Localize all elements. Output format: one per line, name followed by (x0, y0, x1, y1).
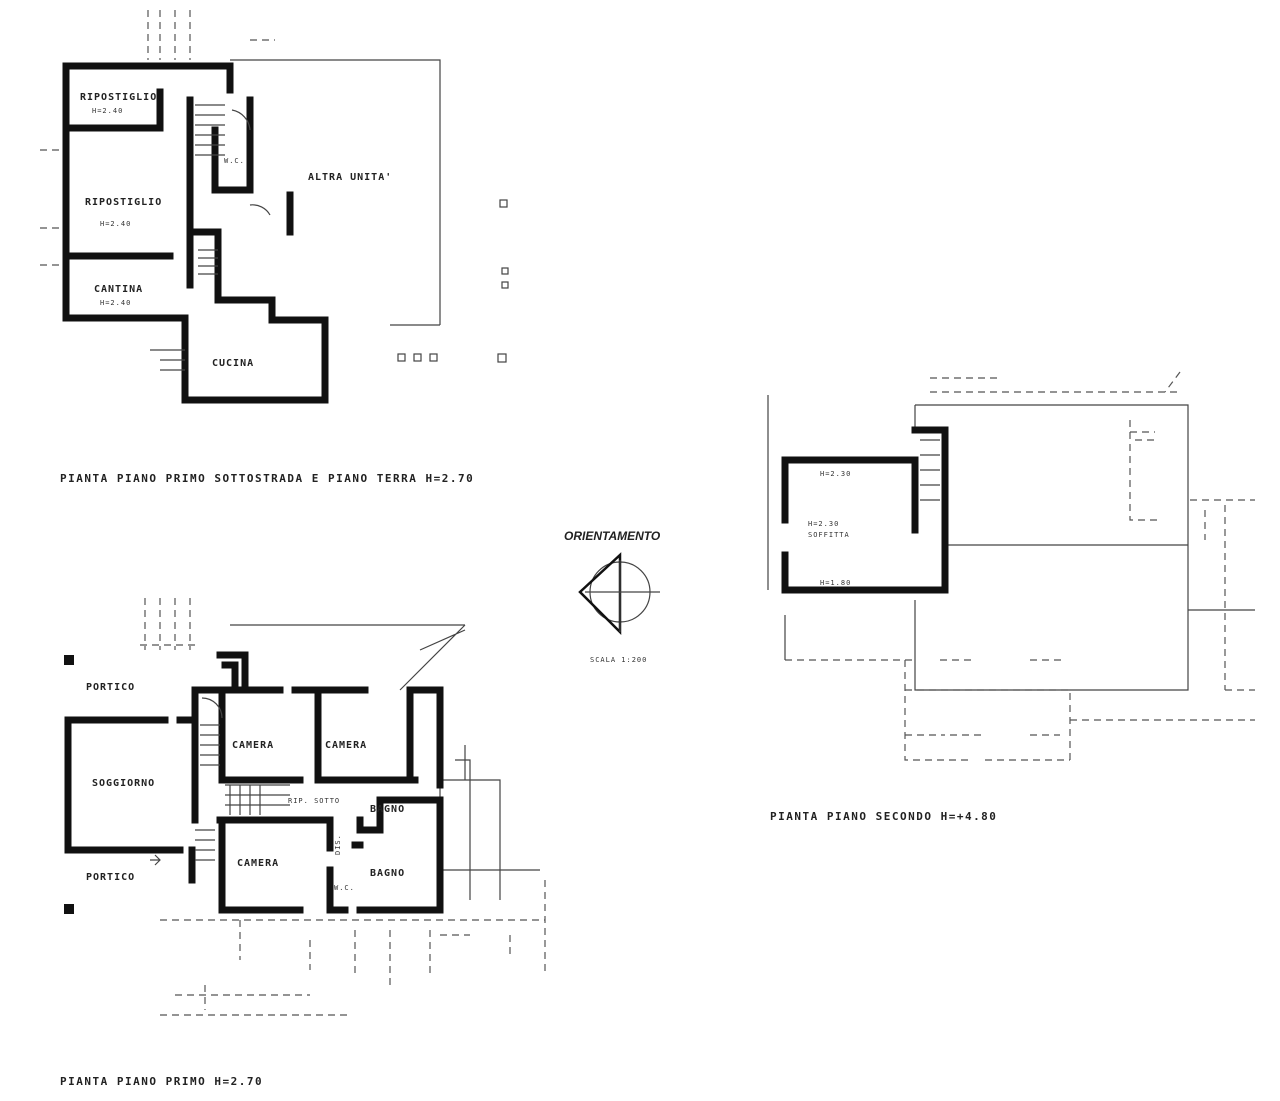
caption-second-floor: PIANTA PIANO SECONDO H=+4.80 (770, 810, 997, 823)
north-marker-top (64, 655, 74, 665)
ground-floor-plan: RIPOSTIGLIO H=2.40 RIPOSTIGLIO H=2.40 CA… (40, 10, 509, 485)
room-label-wc-ground: W.C. (224, 157, 245, 165)
room-height-ripostiglio-top: H=2.40 (92, 107, 123, 115)
caption-first-floor: PIANTA PIANO PRIMO H=2.70 (60, 1075, 263, 1088)
room-label-camera-1: CAMERA (232, 740, 274, 751)
room-height-ripostiglio-mid: H=2.40 (100, 220, 131, 228)
second-floor-plan: H=2.30 H=2.30 SOFFITTA H=1.80 PIANTA PIA… (767, 371, 1255, 823)
orientation-symbol: ORIENTAMENTO SCALA 1:200 (564, 529, 661, 664)
room-label-cantina: CANTINA (94, 284, 143, 295)
room-label-second-mid: H=2.30 (808, 520, 839, 528)
north-marker-bottom (64, 904, 74, 914)
room-sub-label-second: SOFFITTA (808, 531, 850, 539)
room-height-cantina: H=2.40 (100, 299, 131, 307)
first-floor-plan: PORTICO SOGGIORNO PORTICO CAMERA CAMERA … (60, 598, 546, 1088)
room-label-bagno-1: BAGNO (370, 804, 405, 815)
room-label-cucina: CUCINA (212, 358, 254, 369)
room-label-camera-3: CAMERA (237, 858, 279, 869)
north-arrow-icon (578, 552, 622, 636)
room-label-portico-bottom: PORTICO (86, 872, 135, 883)
room-label-portico-top: PORTICO (86, 682, 135, 693)
room-label-ripostiglio-mid: RIPOSTIGLIO (85, 197, 162, 208)
orientation-title: ORIENTAMENTO (564, 529, 661, 543)
room-height-second-bottom: H=1.80 (820, 579, 851, 587)
room-label-rip-sotto: RIP. SOTTO (288, 797, 340, 805)
orientation-scale: SCALA 1:200 (590, 656, 647, 664)
room-height-second-top: H=2.30 (820, 470, 851, 478)
room-label-camera-2: CAMERA (325, 740, 367, 751)
room-label-bagno-2: BAGNO (370, 868, 405, 879)
room-label-altra-unita: ALTRA UNITA' (308, 172, 392, 183)
caption-ground-floor: PIANTA PIANO PRIMO SOTTOSTRADA E PIANO T… (60, 472, 474, 485)
room-label-soggiorno: SOGGIORNO (92, 778, 155, 789)
room-label-wc-first: W.C. (334, 884, 355, 892)
room-label-ripostiglio-top: RIPOSTIGLIO (80, 92, 157, 103)
room-label-disimpegno: DIS. (334, 834, 342, 855)
